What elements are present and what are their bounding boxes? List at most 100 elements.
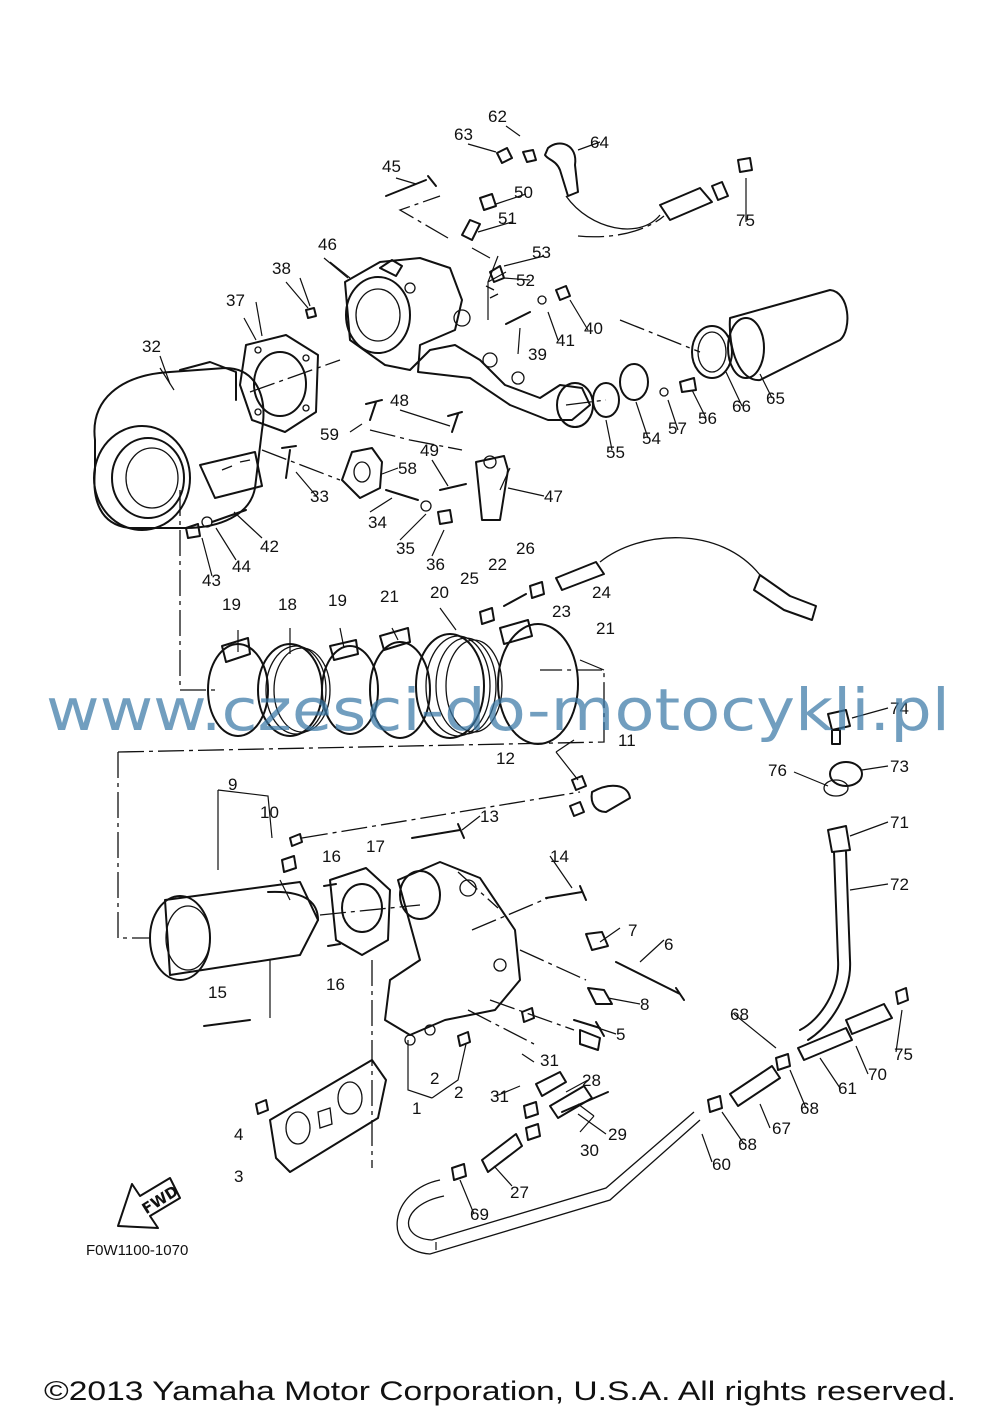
callout-21b: 21: [596, 619, 615, 638]
exhaust-pipe-9: [149, 855, 319, 1027]
callout-39: 39: [528, 345, 547, 364]
callout-56: 56: [698, 409, 717, 428]
callout-16a: 16: [322, 847, 341, 866]
callout-53: 53: [532, 243, 551, 262]
exhaust-manifold-46: [344, 257, 594, 428]
callout-62: 62: [488, 107, 507, 126]
upper-bolts-studs: [185, 175, 571, 539]
callout-22: 22: [488, 555, 507, 574]
callout-11: 11: [618, 731, 636, 750]
callout-74: 74: [890, 699, 909, 718]
callout-2a: 2: [430, 1069, 439, 1088]
brackets-58-47: [341, 447, 509, 521]
callout-48: 48: [390, 391, 409, 410]
callout-31a: 31: [540, 1051, 559, 1070]
callout-7: 7: [628, 921, 637, 940]
gasket-37: [239, 334, 319, 433]
callout-58: 58: [398, 459, 417, 478]
callout-29: 29: [608, 1125, 627, 1144]
callout-54: 54: [642, 429, 661, 448]
lower-bolts: [255, 823, 685, 1115]
callout-32: 32: [142, 337, 161, 356]
callout-31b: 31: [490, 1087, 509, 1106]
callout-12: 12: [496, 749, 515, 768]
callout-33: 33: [310, 487, 329, 506]
callout-21a: 21: [380, 587, 399, 606]
gasket-3: [269, 1059, 387, 1173]
callout-49: 49: [420, 441, 439, 460]
callout-71: 71: [890, 813, 909, 832]
callout-68c: 68: [738, 1135, 757, 1154]
callout-76: 76: [768, 761, 787, 780]
callout-69: 69: [470, 1205, 489, 1224]
callout-42: 42: [260, 537, 279, 556]
callout-44: 44: [232, 557, 251, 576]
callout-17: 17: [366, 837, 385, 856]
callout-43: 43: [202, 571, 221, 590]
callout-labels: 1 2 2 3 4 5 6 7 8 9 10 11 12 13 14 15 16…: [142, 107, 913, 1224]
cooling-hoses-lower: [396, 775, 909, 1255]
callout-70: 70: [868, 1065, 887, 1084]
upper-hose-fittings: [461, 142, 753, 241]
exhaust-manifold-lower: [384, 861, 521, 1046]
leader-lines: [159, 247, 605, 1250]
dashed-relationship-lines: [117, 195, 701, 1168]
callout-2b: 2: [454, 1083, 463, 1102]
callout-40: 40: [584, 319, 603, 338]
callout-46: 46: [318, 235, 337, 254]
gasket-17: [329, 867, 391, 956]
fwd-arrow: FWD: [117, 1177, 182, 1229]
callout-65: 65: [766, 389, 785, 408]
callout-50: 50: [514, 183, 533, 202]
callout-6: 6: [664, 935, 673, 954]
callout-60: 60: [712, 1155, 731, 1174]
callout-73: 73: [890, 757, 909, 776]
exhaust-chamber-32: [93, 361, 265, 531]
callout-30: 30: [580, 1141, 599, 1160]
callout-41: 41: [556, 331, 575, 350]
callout-24: 24: [592, 583, 611, 602]
watermark-text: www.czesci-do-motocykli.pl: [46, 676, 950, 744]
callout-38: 38: [272, 259, 291, 278]
callout-14: 14: [550, 847, 569, 866]
callout-35: 35: [396, 539, 415, 558]
callout-59: 59: [320, 425, 339, 444]
callout-72: 72: [890, 875, 909, 894]
callout-4: 4: [234, 1125, 243, 1144]
callout-23: 23: [552, 602, 571, 621]
callout-3: 3: [234, 1167, 243, 1186]
callout-68a: 68: [730, 1005, 749, 1024]
callout-25: 25: [460, 569, 479, 588]
callout-52: 52: [516, 271, 535, 290]
callout-34: 34: [368, 513, 387, 532]
callout-55: 55: [606, 443, 625, 462]
callout-26: 26: [516, 539, 535, 558]
copyright-notice: ©2013 Yamaha Motor Corporation, U.S.A. A…: [44, 1376, 956, 1406]
callout-47: 47: [544, 487, 563, 506]
callout-51: 51: [498, 209, 517, 228]
callout-19b: 19: [328, 591, 347, 610]
callout-27: 27: [510, 1183, 529, 1202]
callout-66: 66: [732, 397, 751, 416]
callout-5: 5: [616, 1025, 625, 1044]
callout-1: 1: [412, 1099, 421, 1118]
callout-19a: 19: [222, 595, 241, 614]
callout-63: 63: [454, 125, 473, 144]
callout-75b: 75: [894, 1045, 913, 1064]
callout-ticks: [159, 125, 903, 1215]
callout-15: 15: [208, 983, 227, 1002]
callout-13: 13: [480, 807, 499, 826]
vertical-hose-cap: [799, 709, 863, 1041]
callout-28: 28: [582, 1071, 601, 1090]
callout-20: 20: [430, 583, 449, 602]
callout-16b: 16: [326, 975, 345, 994]
callout-67: 67: [772, 1119, 791, 1138]
callout-37: 37: [226, 291, 245, 310]
callout-36: 36: [426, 555, 445, 574]
callout-8: 8: [640, 995, 649, 1014]
figure-code: F0W1100-1070: [86, 1242, 188, 1259]
callout-61: 61: [838, 1079, 857, 1098]
callout-9: 9: [228, 775, 237, 794]
